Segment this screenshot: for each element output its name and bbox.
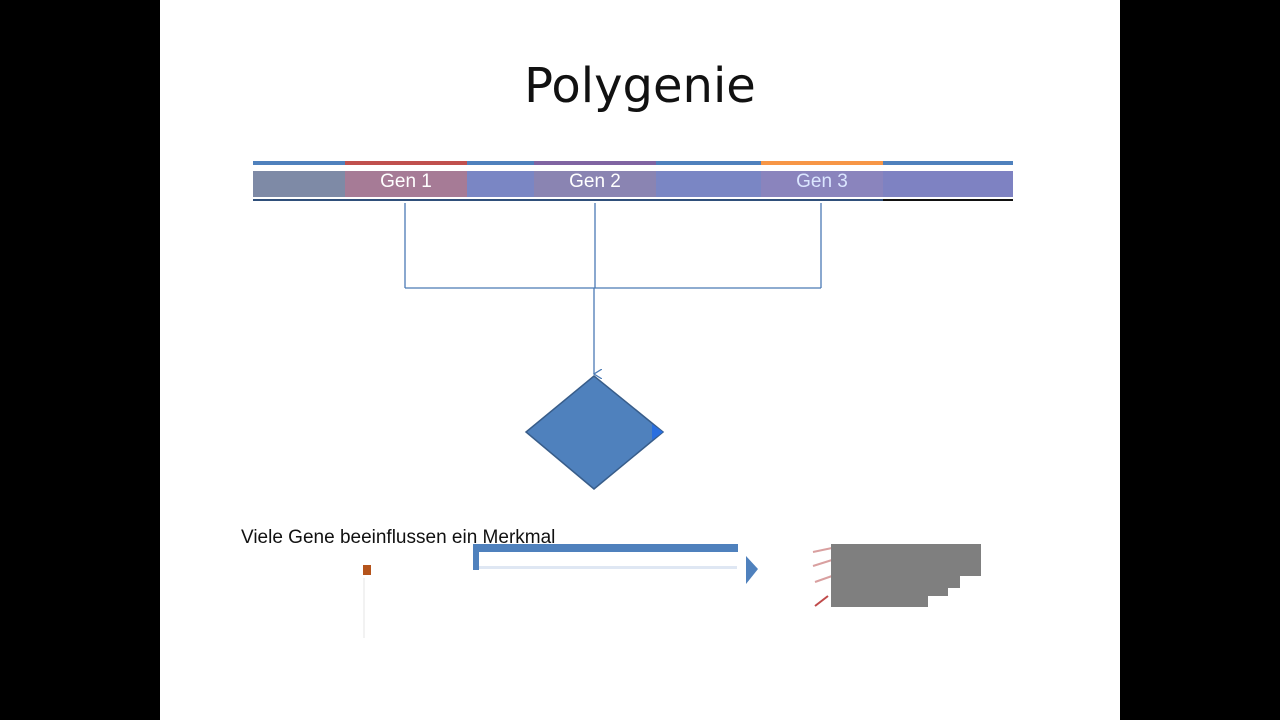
gene-segment-1 bbox=[345, 161, 467, 201]
chromosome-segment bbox=[883, 161, 1013, 201]
artifact-arrow-left bbox=[473, 552, 479, 570]
gene-label-1: Gen 1 bbox=[380, 171, 432, 192]
chromosome-bar: Gen 1 Gen 2 Gen 3 bbox=[253, 161, 1013, 203]
trait-diamond bbox=[524, 375, 665, 490]
gene-label-3: Gen 3 bbox=[796, 171, 848, 192]
artifact-arrow-bottom bbox=[479, 566, 737, 569]
slide-title: Polygenie bbox=[524, 58, 756, 114]
slide: Polygenie Gen 1 Gen 2 Gen 3 bbox=[160, 0, 1120, 720]
gene-segment-2 bbox=[534, 161, 656, 201]
chromosome-segment bbox=[467, 161, 534, 201]
artifact-arrow-head bbox=[746, 556, 758, 584]
gene-segment-3 bbox=[761, 161, 883, 201]
artifact-mark bbox=[363, 565, 371, 575]
artifact-hatch bbox=[812, 547, 833, 607]
chromosome-segment bbox=[656, 161, 761, 201]
diamond-highlight bbox=[652, 424, 663, 440]
caption: Viele Gene beeinflussen ein Merkmal bbox=[241, 527, 556, 548]
chromosome-segment bbox=[253, 161, 345, 201]
artifact-gray-block bbox=[831, 544, 981, 607]
artifact-dashes bbox=[478, 552, 718, 556]
artifact-line bbox=[363, 578, 365, 638]
gene-label-2: Gen 2 bbox=[569, 171, 621, 192]
